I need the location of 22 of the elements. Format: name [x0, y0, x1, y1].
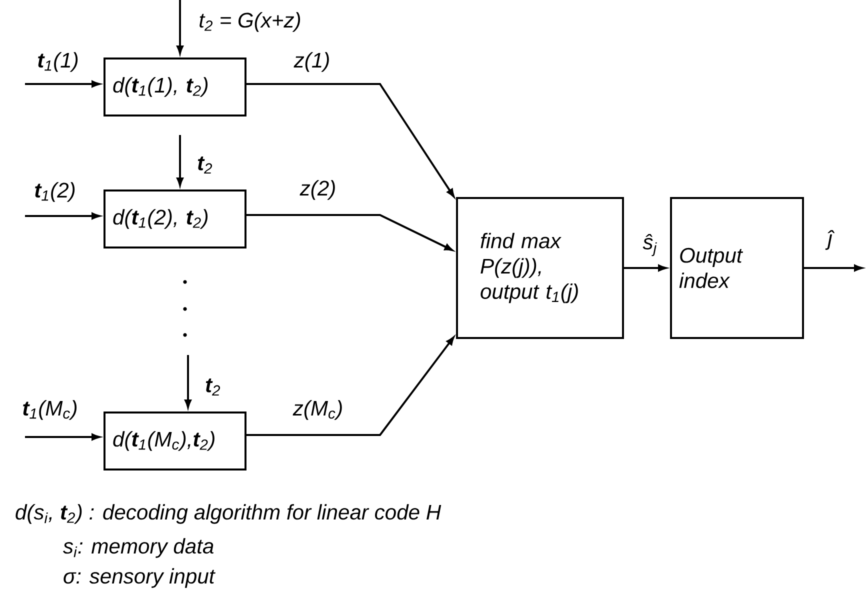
edge-label: ŝ$_{j}$ — [641, 232, 659, 258]
edge-label: z(M$_{c}$) — [291, 398, 345, 422]
note: σ: sensory input — [64, 568, 216, 588]
arrow — [246, 83, 455, 198]
edge-label: t$_{1}$(1) — [36, 50, 80, 74]
edge-label: ĵ — [825, 228, 835, 252]
arrow — [246, 214, 453, 252]
process-box: d(t$_{1}$(2), t$_{2}$) — [104, 190, 246, 248]
arrow — [246, 336, 454, 436]
edge-label: t$_{2}$ — [196, 155, 214, 175]
edge-label: t$_{2}$ = G(x+z) — [197, 10, 303, 34]
edge-label: t$_{1}$(2) — [32, 180, 78, 204]
edge-label: t$_{2}$ — [204, 377, 222, 397]
edge-label: z(1) — [292, 50, 332, 74]
process-box: d(t$_{1}$(1), t$_{2}$) — [104, 58, 246, 116]
note: s$_{i}$: memory data — [63, 538, 214, 558]
note: d(s$_{i}$, t$_{2}$) : decoding algorithm for linear code H — [16, 504, 442, 524]
edge-label: z(2) — [298, 178, 338, 202]
edge-label: t$_{1}$(M$_{c}$) — [20, 398, 80, 422]
process-box: find max P(z(j)), output t$_{1}$(j) — [456, 197, 624, 339]
process-box: d(t$_{1}$(M$_{c}$),t$_{2}$) — [104, 412, 246, 470]
process-box: Output index — [670, 197, 804, 339]
